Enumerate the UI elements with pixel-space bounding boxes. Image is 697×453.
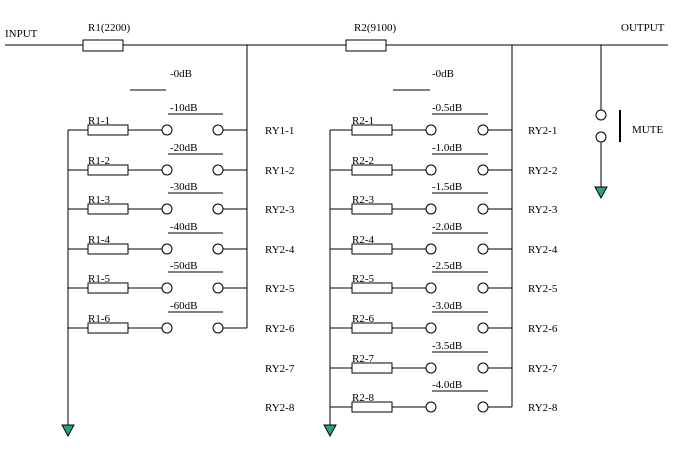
relay-contact <box>425 401 437 413</box>
mute-ground-icon <box>594 186 608 200</box>
relay-label: RY2-6 <box>528 323 558 335</box>
relay-contact <box>161 243 173 255</box>
ground-icon <box>61 424 75 438</box>
r1-label: R1(2200) <box>88 22 131 34</box>
ground-icon <box>323 424 337 438</box>
resistor-label: R1-3 <box>88 194 111 206</box>
relay-contact <box>212 164 224 176</box>
relay-label: RY2-4 <box>528 244 558 256</box>
input-label: INPUT <box>5 28 38 40</box>
relay-contact <box>477 164 489 176</box>
relay-contact <box>425 282 437 294</box>
attenuator-ladder-1: R1-1 -10dB RY1-1R1-2 -20dB RY1-2R1-3 -30dB RY2… <box>61 45 295 438</box>
attenuation-label: -1.5dB <box>432 181 462 193</box>
resistor-label: R2-4 <box>352 234 375 246</box>
mute-contact-bottom <box>595 131 607 143</box>
relay-label: RY2-2 <box>528 165 557 177</box>
relay-contact <box>212 243 224 255</box>
resistor-label: R1-6 <box>88 313 111 325</box>
attenuation-label: -10dB <box>170 102 198 114</box>
attenuation-label: -4.0dB <box>432 379 462 391</box>
relay-contact <box>477 124 489 136</box>
relay-label: RY2-8 <box>528 402 558 414</box>
resistor-r2 <box>345 39 387 52</box>
relay-label: RY2-8 <box>265 402 295 414</box>
relay-contact <box>477 203 489 215</box>
relay-contact <box>161 322 173 334</box>
resistor-label: R2-3 <box>352 194 375 206</box>
resistor-label: R2-5 <box>352 273 375 285</box>
relay-label: RY2-5 <box>528 283 558 295</box>
attenuation-label: -3.5dB <box>432 340 462 352</box>
relay-contact <box>477 322 489 334</box>
resistor-label: R2-8 <box>352 392 375 404</box>
resistor-r1 <box>82 39 124 52</box>
resistor-label: R1-5 <box>88 273 111 285</box>
relay-contact <box>212 282 224 294</box>
relay-contact <box>161 282 173 294</box>
relay-contact <box>212 124 224 136</box>
relay-contact <box>425 164 437 176</box>
attenuation-label: -20dB <box>170 142 198 154</box>
attenuation-label: -50dB <box>170 260 198 272</box>
relay-contact <box>425 203 437 215</box>
relay-contact <box>425 362 437 374</box>
relay-label: RY1-1 <box>265 125 294 137</box>
relay-contact <box>212 322 224 334</box>
attenuator-ladder-2: R2-1 -0.5dB RY2-1R2-2 -1.0dB RY2-2R2-3 -1.5dB… <box>323 45 558 438</box>
attenuation-label: -60dB <box>170 300 198 312</box>
resistor-label: R2-2 <box>352 155 374 167</box>
relay-contact <box>477 362 489 374</box>
output-label: OUTPUT <box>621 22 665 34</box>
relay-contact <box>477 401 489 413</box>
attenuation-label: -3.0dB <box>432 300 462 312</box>
relay-label: RY2-3 <box>265 204 295 216</box>
relay-contact <box>477 282 489 294</box>
attenuation-label: -2.5dB <box>432 260 462 272</box>
mute-label: MUTE <box>632 124 663 136</box>
mute-contact-top <box>595 109 607 121</box>
resistor-label: R1-2 <box>88 155 110 167</box>
relay-label: RY2-6 <box>265 323 295 335</box>
r2-label: R2(9100) <box>354 22 397 34</box>
relay-label: RY2-5 <box>265 283 295 295</box>
relay-contact <box>161 203 173 215</box>
relay-contact <box>161 124 173 136</box>
attenuation-label: -1.0dB <box>432 142 462 154</box>
relay-label: RY2-4 <box>265 244 295 256</box>
relay-contact <box>161 164 173 176</box>
zero-db-label-1: -0dB <box>170 68 192 80</box>
relay-contact <box>425 124 437 136</box>
relay-contact <box>212 203 224 215</box>
relay-label: RY2-1 <box>528 125 557 137</box>
relay-label: RY1-2 <box>265 165 294 177</box>
relay-contact <box>477 243 489 255</box>
attenuation-label: -2.0dB <box>432 221 462 233</box>
attenuation-label: -40dB <box>170 221 198 233</box>
resistor-label: R1-4 <box>88 234 111 246</box>
resistor-label: R2-1 <box>352 115 374 127</box>
relay-contact <box>425 243 437 255</box>
zero-db-label-2: -0dB <box>432 68 454 80</box>
relay-label: RY2-7 <box>528 363 558 375</box>
resistor-label: R2-6 <box>352 313 375 325</box>
resistor-label: R1-1 <box>88 115 110 127</box>
relay-label: RY2-3 <box>528 204 558 216</box>
resistor-label: R2-7 <box>352 353 375 365</box>
attenuation-label: -0.5dB <box>432 102 462 114</box>
attenuation-label: -30dB <box>170 181 198 193</box>
relay-label: RY2-7 <box>265 363 295 375</box>
relay-contact <box>425 322 437 334</box>
